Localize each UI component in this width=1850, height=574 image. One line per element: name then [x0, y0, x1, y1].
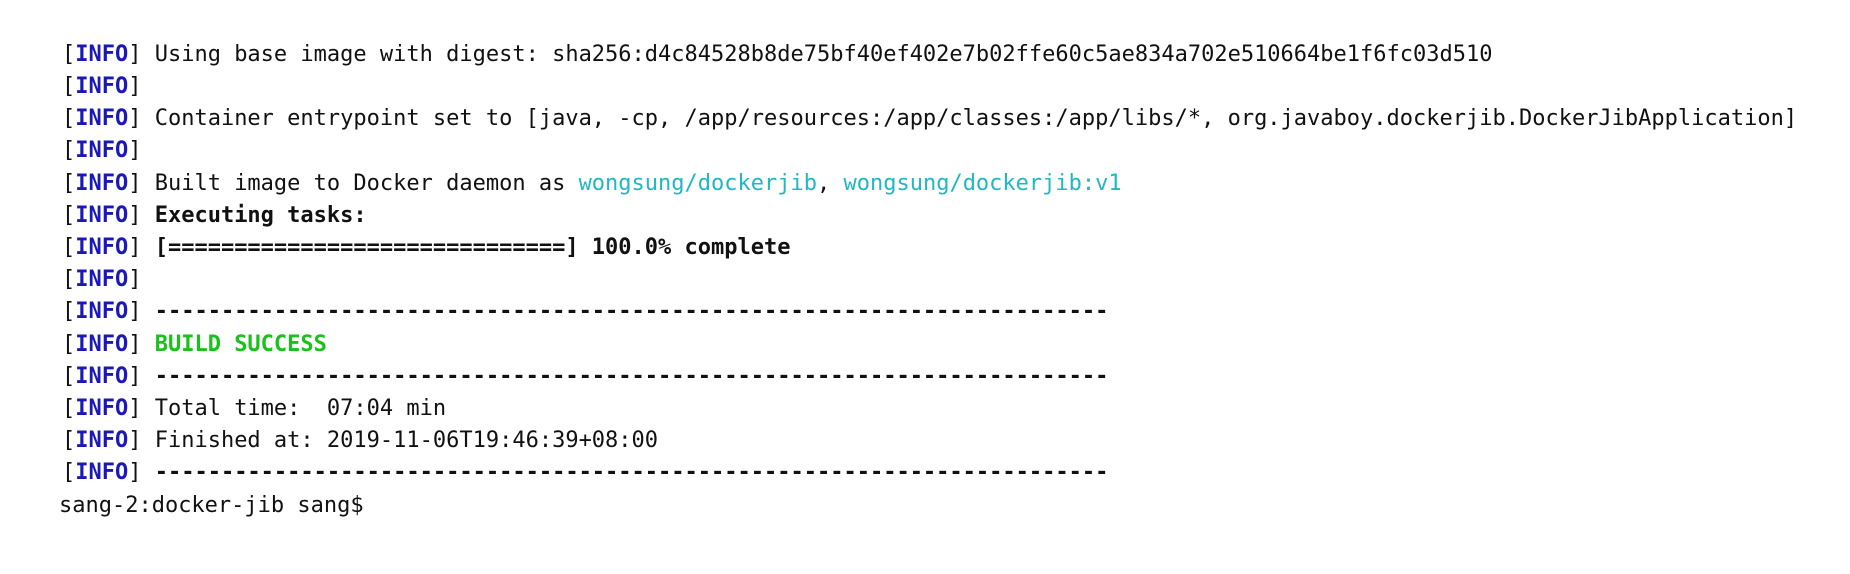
log-bracket-close: ]: [128, 171, 142, 196]
log-line: [INFO] Executing tasks:: [9, 168, 367, 228]
log-line: [INFO] Total time: 07:04 min: [9, 361, 446, 421]
log-bracket-open: [: [61, 364, 76, 389]
log-line: [INFO] Built image to Docker daemon as w…: [9, 136, 1122, 196]
log-line: [INFO] ---------------------------------…: [9, 329, 1108, 389]
log-bracket-close: ]: [128, 138, 142, 163]
info-tag: INFO: [75, 267, 129, 292]
separator-line: ----------------------------------------…: [154, 460, 1109, 485]
log-bracket-open: [: [61, 235, 76, 260]
image-name-link[interactable]: wongsung/dockerjib: [578, 171, 817, 196]
log-line: [INFO] ---------------------------------…: [9, 425, 1108, 485]
log-bracket-open: [: [61, 428, 76, 453]
log-line: [INFO] Using base image with digest: sha…: [9, 7, 1493, 67]
log-line: [INFO] BUILD SUCCESS: [9, 297, 327, 357]
total-time-text: Total time: 07:04 min: [154, 396, 447, 421]
log-line: [INFO] Finished at: 2019-11-06T19:46:39+…: [9, 393, 658, 453]
separator-line: ----------------------------------------…: [154, 364, 1109, 389]
shell-prompt[interactable]: sang-2:docker-jib sang$: [6, 458, 389, 518]
log-bracket-open: [: [61, 267, 76, 292]
info-tag: INFO: [75, 364, 129, 389]
log-line: [INFO] Container entrypoint set to [java…: [9, 71, 1797, 131]
log-bracket-open: [: [61, 74, 76, 99]
finished-at-text: Finished at: 2019-11-06T19:46:39+08:00: [154, 428, 659, 453]
log-text: Container entrypoint set to [java, -cp, …: [154, 106, 1798, 131]
log-bracket-open: [: [61, 106, 76, 131]
log-bracket-close: ]: [128, 235, 142, 260]
log-bracket-close: ]: [128, 203, 142, 228]
info-tag: INFO: [75, 74, 129, 99]
log-bracket-close: ]: [128, 364, 142, 389]
log-bracket-open: [: [61, 203, 76, 228]
info-tag: INFO: [75, 332, 129, 357]
log-bracket-open: [: [61, 396, 76, 421]
executing-tasks-heading: Executing tasks:: [154, 203, 367, 228]
log-line: [INFO] [==============================] …: [9, 200, 791, 260]
log-bracket-close: ]: [128, 332, 142, 357]
info-tag: INFO: [75, 106, 129, 131]
log-line: [INFO] ---------------------------------…: [9, 264, 1108, 324]
info-tag: INFO: [75, 299, 129, 324]
info-tag: INFO: [75, 460, 129, 485]
log-bracket-open: [: [61, 171, 76, 196]
log-bracket-close: ]: [128, 396, 142, 421]
info-tag: INFO: [75, 203, 129, 228]
info-tag: INFO: [75, 42, 129, 67]
info-tag: INFO: [75, 138, 129, 163]
log-bracket-close: ]: [128, 106, 142, 131]
log-bracket-close: ]: [128, 428, 142, 453]
log-line: [INFO]: [9, 232, 141, 292]
log-bracket-open: [: [61, 299, 76, 324]
separator-line: ----------------------------------------…: [154, 299, 1109, 324]
log-bracket-close: ]: [128, 42, 142, 67]
log-bracket-close: ]: [128, 299, 142, 324]
prompt-text: sang-2:docker-jib sang$: [58, 493, 364, 518]
log-line: [INFO]: [9, 103, 141, 163]
log-bracket-close: ]: [128, 460, 142, 485]
log-text: Using base image with digest: sha256:d4c…: [154, 42, 1493, 67]
log-bracket-open: [: [61, 460, 76, 485]
image-tag-link[interactable]: wongsung/dockerjib:v1: [843, 171, 1122, 196]
info-tag: INFO: [75, 171, 129, 196]
log-bracket-open: [: [61, 42, 76, 67]
log-bracket-close: ]: [128, 267, 142, 292]
log-bracket-open: [: [61, 332, 76, 357]
log-separator: ,: [816, 171, 844, 196]
info-tag: INFO: [75, 396, 129, 421]
progress-bar-text: [==============================] 100.0% …: [154, 235, 791, 260]
log-bracket-close: ]: [128, 74, 142, 99]
text-cursor: [377, 493, 389, 519]
info-tag: INFO: [75, 235, 129, 260]
info-tag: INFO: [75, 428, 129, 453]
build-success-text: BUILD SUCCESS: [154, 332, 327, 357]
log-bracket-open: [: [61, 138, 76, 163]
log-line: [INFO]: [9, 39, 141, 99]
log-text: Built image to Docker daemon as: [154, 171, 579, 196]
